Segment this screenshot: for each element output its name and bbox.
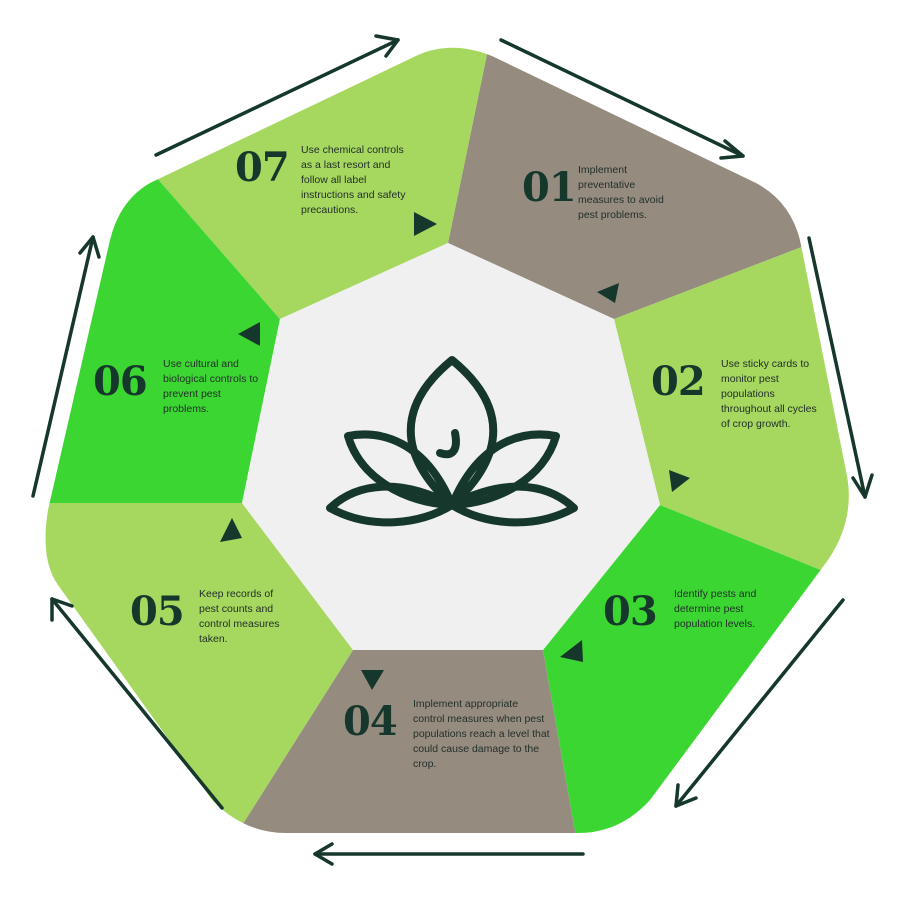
triangle-marker-icon [597, 283, 619, 303]
cycle-arrows [31, 34, 874, 866]
segment-01 [448, 47, 820, 319]
segment-07 [150, 47, 492, 319]
step-04-text: Implement appropriate control measures w… [413, 698, 550, 770]
segment-02 [614, 240, 849, 590]
step-02-text: Use sticky cards to monitor pest populat… [721, 358, 817, 430]
triangle-marker-icon [220, 518, 242, 542]
arrow-up-icon [31, 235, 101, 498]
step-05-number: 05 [130, 588, 185, 635]
triangle-marker-icon [560, 640, 583, 662]
step-07-text: Use chemical controls as a last resort a… [301, 144, 406, 216]
step-03-text: Identify pests and determine pest popula… [674, 588, 757, 630]
step-02-number: 02 [651, 358, 706, 405]
segment-04 [220, 650, 580, 833]
step-06-text: Use cultural and biological controls to … [163, 358, 259, 415]
step-07-number: 07 [235, 144, 290, 191]
lotus-leaf-icon [326, 356, 578, 527]
step-01-number: 01 [522, 164, 577, 211]
arrow-down-icon [807, 236, 874, 499]
center-heptagon [242, 243, 660, 650]
step-04-number: 04 [343, 698, 398, 745]
step-05-text: Keep records of pest counts and control … [199, 588, 280, 645]
arrow-left-icon [313, 842, 585, 866]
triangle-marker-icon [414, 212, 437, 236]
step-01-text: Implement preventative measures to avoid… [578, 164, 664, 221]
step-03-number: 03 [603, 588, 658, 635]
triangle-marker-icon [238, 322, 260, 346]
arrow-up-left-icon [50, 597, 224, 810]
triangle-marker-icon [669, 470, 690, 492]
arrow-up-right-icon [154, 34, 400, 157]
triangle-marker-icon [361, 670, 384, 690]
segments [45, 47, 849, 833]
step-06-number: 06 [93, 358, 148, 405]
segment-05 [45, 503, 353, 833]
direction-markers [220, 212, 690, 690]
arrow-down-left-icon [674, 598, 845, 808]
arrow-right-icon [499, 38, 745, 160]
segment-03 [543, 505, 849, 833]
